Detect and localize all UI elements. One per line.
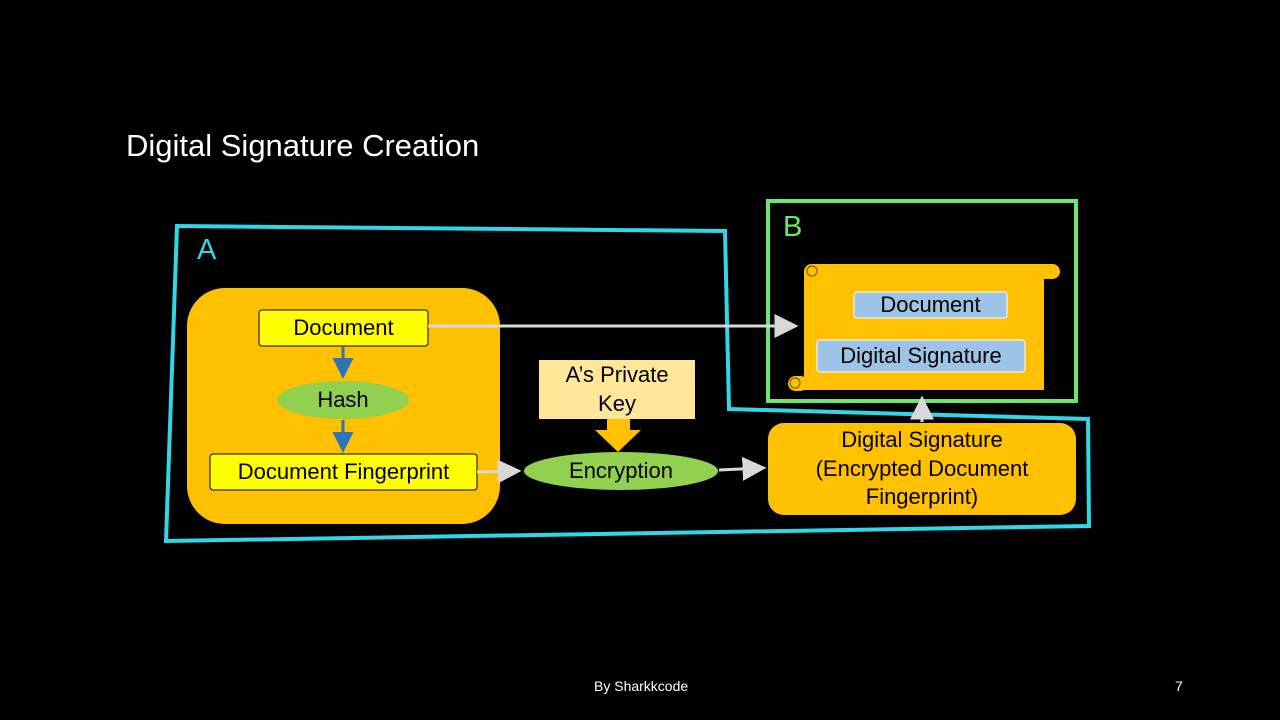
region-b-label: B: [783, 211, 803, 243]
document-box: [258, 309, 429, 347]
fingerprint-to-encryption-arrow: [476, 459, 522, 484]
scroll-document-box: [853, 291, 1008, 319]
private-key-box: [539, 360, 695, 419]
scroll-document-label: Document: [880, 291, 981, 317]
signature-result-label: Digital Signature (Encrypted Document Fi…: [815, 427, 1029, 510]
region-a-outline: [163, 223, 1092, 544]
key-down-arrow: [595, 419, 641, 452]
encryption-ellipse: [524, 452, 718, 490]
encryption-label: Encryption: [569, 457, 673, 483]
page-number: 7: [1175, 678, 1183, 694]
scroll-signature-box: [816, 339, 1026, 373]
hash-label: Hash: [317, 386, 369, 412]
document-label: Document: [293, 314, 394, 340]
encryption-to-signature-arrow: [718, 456, 767, 481]
signature-result-box: [768, 423, 1076, 515]
hash-ellipse: [277, 381, 409, 419]
slide-title: Digital Signature Creation: [126, 128, 480, 163]
region-a-label: A: [197, 234, 217, 266]
private-key-label: A’s Private Key: [565, 361, 669, 416]
document-fingerprint-label: Document Fingerprint: [237, 458, 450, 484]
scroll-signature-label: Digital Signature: [840, 342, 1002, 368]
footer-credit: By Sharkkcode: [594, 678, 689, 694]
